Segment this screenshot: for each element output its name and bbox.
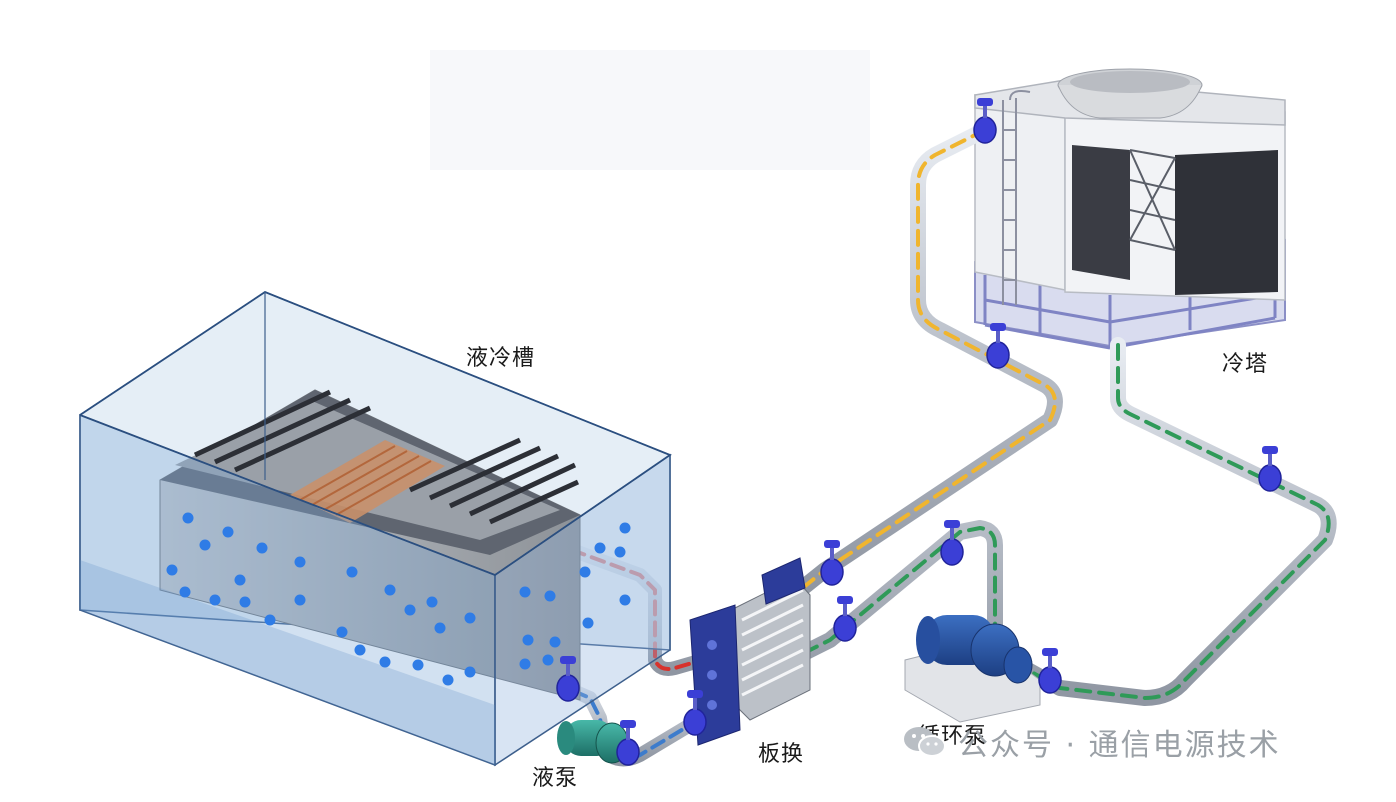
bubble	[426, 596, 438, 608]
valve-icon	[1258, 446, 1282, 492]
wechat-icon	[902, 725, 948, 759]
bubble	[294, 594, 306, 606]
valve-icon	[986, 323, 1010, 369]
coolant-bubbles	[166, 512, 631, 686]
valve-icon	[1038, 648, 1062, 694]
watermark: 公众号 · 通信电源技术	[902, 722, 1281, 763]
bubble	[256, 542, 268, 554]
cooling-tower-label: 冷塔	[1222, 352, 1269, 377]
bubble	[544, 590, 556, 602]
bubble	[464, 612, 476, 624]
bubble	[542, 654, 554, 666]
cooling-tower	[974, 68, 1286, 350]
bubble	[519, 586, 531, 598]
liquid-cooling-tank	[79, 290, 672, 767]
bubble	[434, 622, 446, 634]
plate-exchanger-label: 板换	[758, 742, 805, 767]
bubble	[179, 586, 191, 598]
bubble	[209, 594, 221, 606]
circulation-pump	[904, 615, 1041, 723]
watermark-text: 公众号 · 通信电源技术	[958, 728, 1281, 763]
bubble	[582, 617, 594, 629]
bubble	[442, 674, 454, 686]
bubble	[614, 546, 626, 558]
bubble	[384, 584, 396, 596]
bubble	[234, 574, 246, 586]
bubble	[522, 634, 534, 646]
bubble	[594, 542, 606, 554]
bubble	[264, 614, 276, 626]
valve-icon	[683, 690, 707, 736]
valve-icon	[820, 540, 844, 586]
bubble	[619, 522, 631, 534]
bubble	[404, 604, 416, 616]
tower-return-flow	[798, 343, 1331, 700]
background-patch	[430, 50, 870, 170]
bubble	[464, 666, 476, 678]
valve-icon	[973, 98, 997, 144]
bubble	[166, 564, 178, 576]
bubble	[346, 566, 358, 578]
bubble	[294, 556, 306, 568]
bubble	[579, 566, 591, 578]
bubble	[199, 539, 211, 551]
bubble	[549, 636, 561, 648]
bubble	[519, 658, 531, 670]
bubble	[619, 594, 631, 606]
tank-label: 液冷槽	[466, 346, 536, 371]
valve-icon	[940, 520, 964, 566]
valve-icon	[833, 596, 857, 642]
bubble	[182, 512, 194, 524]
liquid-pump-label: 液泵	[532, 766, 579, 791]
bubble	[412, 659, 424, 671]
tower-supply-flow	[798, 128, 1057, 592]
valves	[556, 98, 1282, 766]
bubble	[354, 644, 366, 656]
valve-icon	[556, 656, 580, 702]
valve-icon	[616, 720, 640, 766]
bubble	[239, 596, 251, 608]
bubble	[222, 526, 234, 538]
tower-return-pipe	[792, 337, 1337, 706]
plate-heat-exchanger	[689, 557, 811, 746]
bubble	[379, 656, 391, 668]
bubble	[336, 626, 348, 638]
